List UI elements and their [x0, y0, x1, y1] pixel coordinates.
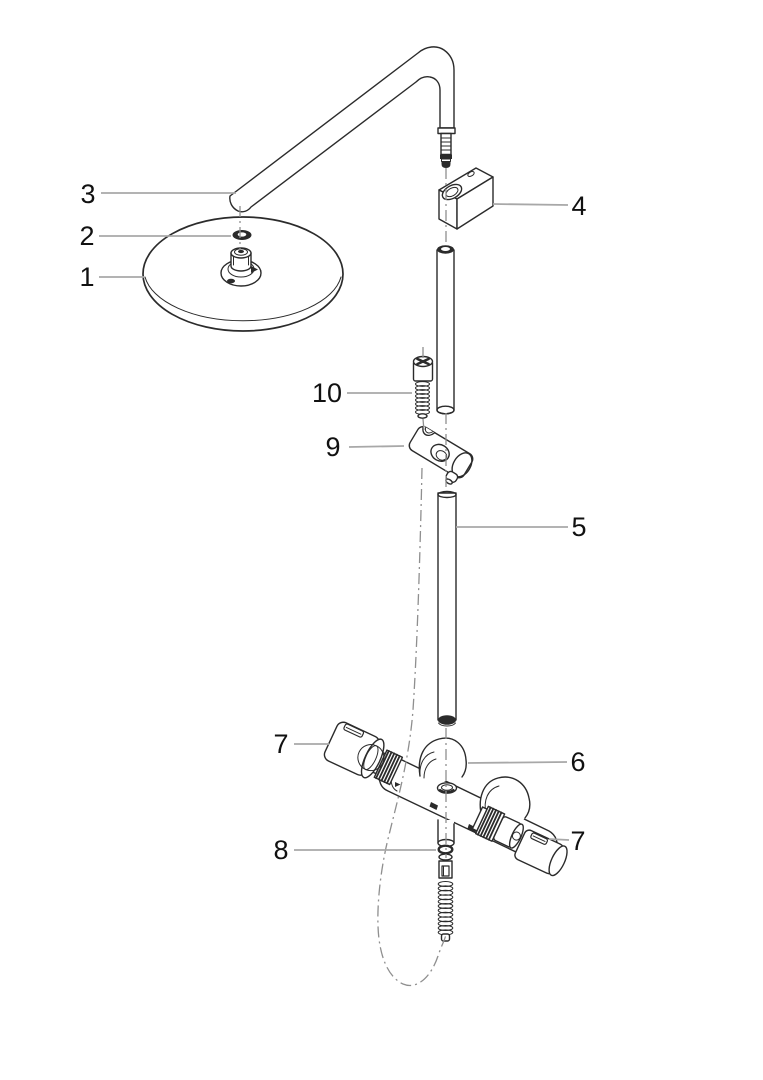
leader-callout-4: [492, 203, 569, 206]
handle-grip-slot: [530, 832, 549, 845]
escutcheon-flange: [418, 737, 467, 794]
handle-left: [323, 721, 385, 779]
callout-7-left: 7: [273, 729, 288, 759]
hose-centerline: [377, 467, 447, 987]
leader-callout-6: [467, 761, 568, 764]
hose-spiral: [437, 881, 454, 942]
callout-4: 4: [571, 191, 586, 221]
callout-8: 8: [273, 835, 288, 865]
cartridge-right: [471, 805, 524, 849]
slider-hole: [430, 443, 450, 462]
callout-10: 10: [312, 378, 342, 408]
callout-5: 5: [571, 512, 586, 542]
shower-arm: [229, 46, 456, 213]
overhead-shower: [142, 216, 344, 332]
shower-rail: [437, 490, 457, 727]
orientation-arrow: [251, 266, 258, 273]
shower-slider: [408, 425, 474, 485]
screw-spring: [415, 381, 430, 415]
callout-6: 6: [570, 747, 585, 777]
flange-connection-ring: [436, 782, 458, 794]
callout-7-right: 7: [570, 826, 585, 856]
leader-callout-7-right: [548, 838, 570, 841]
upper-pipe: [436, 245, 455, 415]
callout-2: 2: [79, 221, 94, 251]
slider-screw: [412, 355, 434, 419]
wall-bracket: [438, 167, 494, 230]
valve-marking: [429, 802, 438, 810]
shower-head-rim: [144, 276, 342, 322]
callout-1: 1: [79, 262, 94, 292]
callouts-layer: 3 2 1 4 10 9 5 7 6 7 8: [79, 179, 586, 865]
valve-marking: [395, 782, 401, 787]
arm-threaded-end: [437, 127, 456, 168]
bracket-screw-hole: [467, 171, 475, 177]
centerlines: [239, 168, 447, 987]
callout-9: 9: [325, 432, 340, 462]
callout-3: 3: [80, 179, 95, 209]
knurling: [477, 806, 503, 841]
handle-right: [514, 829, 568, 877]
leader-callout-9: [348, 445, 405, 448]
shower-head-connector: [230, 247, 252, 272]
arm-gasket: [232, 230, 252, 240]
handle-grip-slot: [343, 723, 365, 738]
spray-dot: [227, 278, 235, 284]
